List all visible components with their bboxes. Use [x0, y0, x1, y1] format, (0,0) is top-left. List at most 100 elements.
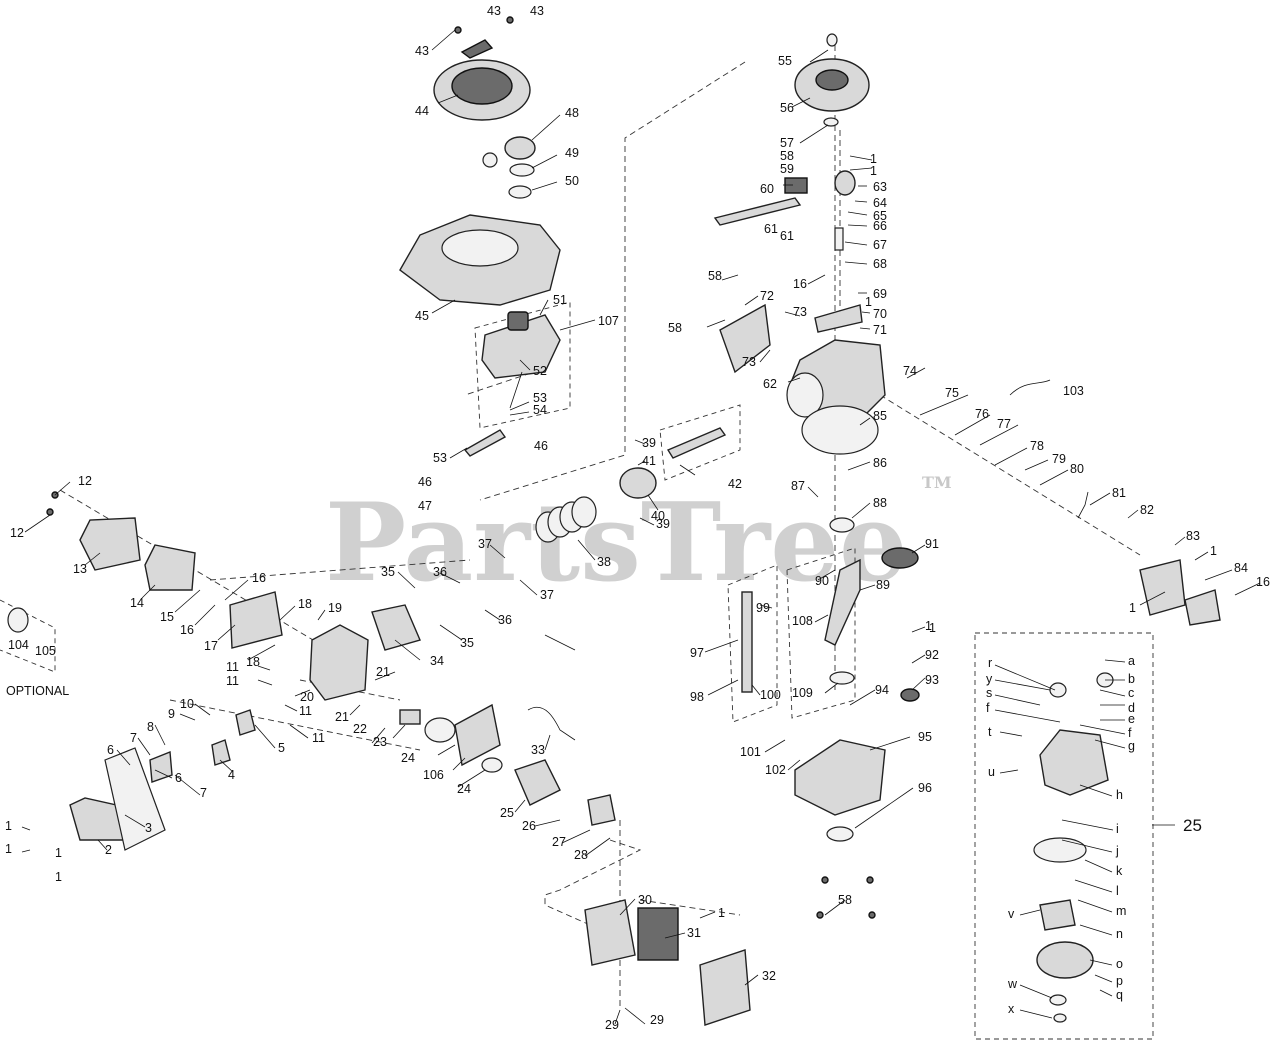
callout-label: 73 — [793, 305, 807, 319]
callout-label: 54 — [533, 403, 547, 417]
watermark-text: PartsTree — [325, 480, 908, 606]
callout-label: 92 — [925, 648, 939, 662]
callout-label: 88 — [873, 496, 887, 510]
callout-label: 45 — [415, 309, 429, 323]
callout-label: 1 — [870, 152, 877, 166]
callout-label: 50 — [565, 174, 579, 188]
carb-spacer — [587, 794, 616, 826]
callout-label: 40 — [651, 509, 665, 523]
callout-label: 14 — [130, 596, 144, 610]
carburetor — [514, 759, 561, 806]
callout-label: 94 — [875, 683, 889, 697]
callout-label: 58 — [780, 149, 794, 163]
callout-label: 29 — [605, 1018, 619, 1032]
fuel-line — [463, 429, 507, 457]
callout-label: 1 — [718, 906, 725, 920]
callout-label: 20 — [300, 690, 314, 704]
callout-label: 73 — [742, 355, 756, 369]
governor-shaft — [741, 591, 753, 693]
callout-label: 36 — [433, 565, 447, 579]
subassembly-boxes — [0, 301, 1154, 1040]
fuel-tank-box — [474, 301, 571, 429]
callout-label: 60 — [760, 182, 774, 196]
callout-label: 25 — [500, 806, 514, 820]
air-filter-cover — [699, 949, 751, 1026]
callout-label: l — [1116, 884, 1119, 898]
parts — [7, 16, 1221, 1026]
callout-label: h — [1116, 788, 1123, 802]
callout-label: 43 — [487, 4, 501, 18]
callout-label: 31 — [687, 926, 701, 940]
governor-bracket — [814, 304, 863, 333]
callout-label: 38 — [597, 555, 611, 569]
callout-label: 2 — [105, 843, 112, 857]
callout-label: 57 — [780, 136, 794, 150]
callout-label: 59 — [780, 162, 794, 176]
callout-label: 47 — [418, 499, 432, 513]
callout-label: u — [988, 765, 995, 779]
callout-label: x — [1008, 1002, 1015, 1016]
crankshaft-box — [786, 547, 856, 719]
governor-box — [727, 564, 778, 723]
callout-label: 55 — [778, 54, 792, 68]
callout-label: 70 — [873, 307, 887, 321]
callout-label: 16 — [252, 571, 266, 585]
fuel-cap — [507, 311, 529, 331]
callout-label: o — [1116, 957, 1123, 971]
callout-label: 64 — [873, 196, 887, 210]
callout-label: 102 — [765, 763, 786, 777]
callout-label: 15 — [160, 610, 174, 624]
callout-label: a — [1128, 654, 1135, 668]
callout-label: 46 — [534, 439, 548, 453]
callout-label: 27 — [552, 835, 566, 849]
callout-label: f — [1128, 726, 1132, 740]
carb-float — [1039, 899, 1076, 931]
callout-label: 62 — [763, 377, 777, 391]
callout-label: 104 — [8, 638, 29, 652]
callout-label: q — [1116, 988, 1123, 1002]
callout-label: b — [1128, 672, 1135, 686]
callout-label: 28 — [574, 848, 588, 862]
head-shield — [229, 591, 283, 649]
control-plate — [1184, 589, 1221, 626]
callout-label: 95 — [918, 730, 932, 744]
callout-label: 97 — [690, 646, 704, 660]
callout-label: 11 — [312, 731, 325, 745]
callout-label: 7 — [130, 731, 137, 745]
valve-guide — [399, 709, 421, 725]
starter-handle — [460, 39, 494, 59]
carb-body — [1039, 729, 1109, 796]
callout-label: 13 — [73, 562, 87, 576]
callout-label: 58 — [708, 269, 722, 283]
callout-label: 66 — [873, 219, 887, 233]
callout-label: 48 — [565, 106, 579, 120]
callout-label: k — [1116, 864, 1123, 878]
watermark-tm: TM — [922, 473, 952, 492]
watermark: PartsTree TM — [325, 473, 952, 606]
callout-label: 16 — [1256, 575, 1270, 589]
callout-label: 82 — [1140, 503, 1154, 517]
callout-label: 7 — [200, 786, 207, 800]
crankshaft — [824, 558, 861, 646]
callout-label: 24 — [401, 751, 415, 765]
callout-label: 8 — [147, 720, 154, 734]
callout-label: 53 — [533, 391, 547, 405]
callout-label: 42 — [728, 477, 742, 491]
piston — [619, 467, 657, 499]
callout-label: v — [1008, 907, 1015, 921]
callout-label: 6 — [175, 771, 182, 785]
cylinder-head — [309, 624, 369, 701]
intake-shield — [454, 703, 501, 767]
callout-label: 63 — [873, 180, 887, 194]
callout-label: 75 — [945, 386, 959, 400]
callout-label: 4 — [228, 768, 235, 782]
callout-label: 58 — [838, 893, 852, 907]
callout-label: 105 — [35, 644, 56, 658]
callout-label: 1 — [55, 846, 62, 860]
callout-label: w — [1007, 977, 1018, 991]
callout-label: 99 — [756, 601, 770, 615]
callout-label: 1 — [870, 164, 877, 178]
callout-label: 6 — [107, 743, 114, 757]
callout-label: p — [1116, 974, 1123, 988]
